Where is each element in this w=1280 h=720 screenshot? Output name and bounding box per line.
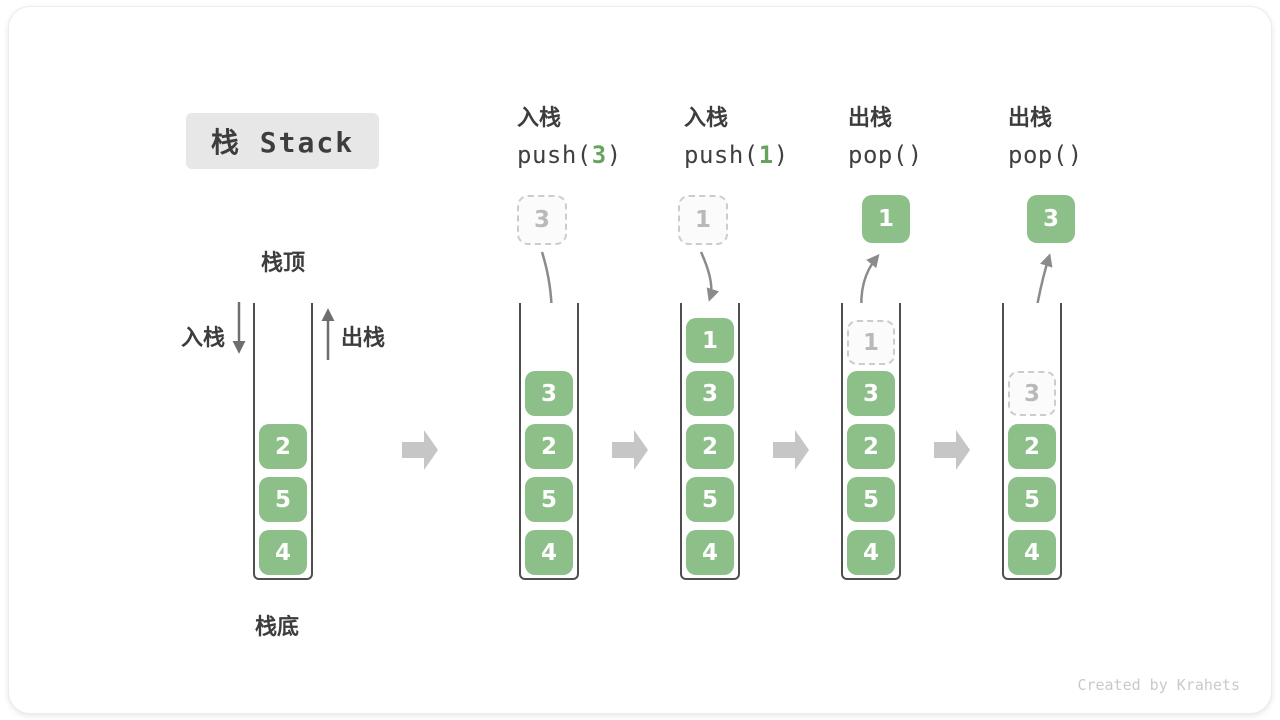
code-arg: 1 (758, 141, 774, 169)
title-text: 栈 Stack (210, 126, 355, 159)
op-label-push-3: 入栈 push(3) (517, 100, 622, 169)
code-post: ) (907, 141, 923, 169)
watermark: Created by Krahets (1077, 676, 1240, 694)
stack-cell: 4 (686, 530, 734, 575)
op-code: push(1) (684, 141, 789, 169)
code-pre: pop( (848, 141, 908, 169)
op-label-pop-3: 出栈 pop() (1008, 100, 1083, 169)
stack-cell: 5 (1008, 477, 1056, 522)
op-code: push(3) (517, 141, 622, 169)
label-pop-side: 出栈 (341, 326, 386, 351)
stack-cell: 3 (525, 371, 573, 416)
label-push-side: 入栈 (180, 326, 225, 351)
stack-cell: 2 (259, 424, 307, 469)
code-pre: push( (517, 141, 592, 169)
stack-cell: 5 (525, 477, 573, 522)
code-arg: 3 (591, 141, 607, 169)
stack-cell: 3 (847, 371, 895, 416)
stack-cell: 1 (686, 318, 734, 363)
stack-cell: 3 (686, 371, 734, 416)
label-stack-top: 栈顶 (260, 251, 305, 276)
stack-cell: 4 (525, 530, 573, 575)
stack-cell: 2 (1008, 424, 1056, 469)
popped-value-box: 1 (862, 195, 910, 243)
stack-cell: 4 (847, 530, 895, 575)
code-post: ) (773, 141, 789, 169)
incoming-value-box: 1 (678, 195, 728, 245)
popped-value-box: 3 (1027, 195, 1075, 243)
op-code: pop() (1008, 141, 1083, 169)
removed-cell-ghost: 1 (847, 320, 895, 365)
op-label-pop-1: 出栈 pop() (848, 100, 923, 169)
title-box: 栈 Stack (186, 113, 379, 169)
stack-cell: 2 (847, 424, 895, 469)
stack-cell: 5 (847, 477, 895, 522)
op-name: 入栈 (684, 106, 729, 131)
code-post: ) (1067, 141, 1083, 169)
label-stack-bottom: 栈底 (254, 615, 299, 640)
removed-cell-ghost: 3 (1008, 371, 1056, 416)
code-post: ) (606, 141, 622, 169)
stack-cell: 5 (686, 477, 734, 522)
stack-cell: 4 (1008, 530, 1056, 575)
stack-cell: 5 (259, 477, 307, 522)
code-pre: push( (684, 141, 759, 169)
op-code: pop() (848, 141, 923, 169)
stack-cell: 2 (686, 424, 734, 469)
op-name: 出栈 (848, 106, 893, 131)
incoming-value-box: 3 (517, 195, 567, 245)
stack-cell: 4 (259, 530, 307, 575)
op-name: 入栈 (517, 106, 562, 131)
op-name: 出栈 (1008, 106, 1053, 131)
op-label-push-1: 入栈 push(1) (684, 100, 789, 169)
code-pre: pop( (1008, 141, 1068, 169)
stack-cell: 2 (525, 424, 573, 469)
